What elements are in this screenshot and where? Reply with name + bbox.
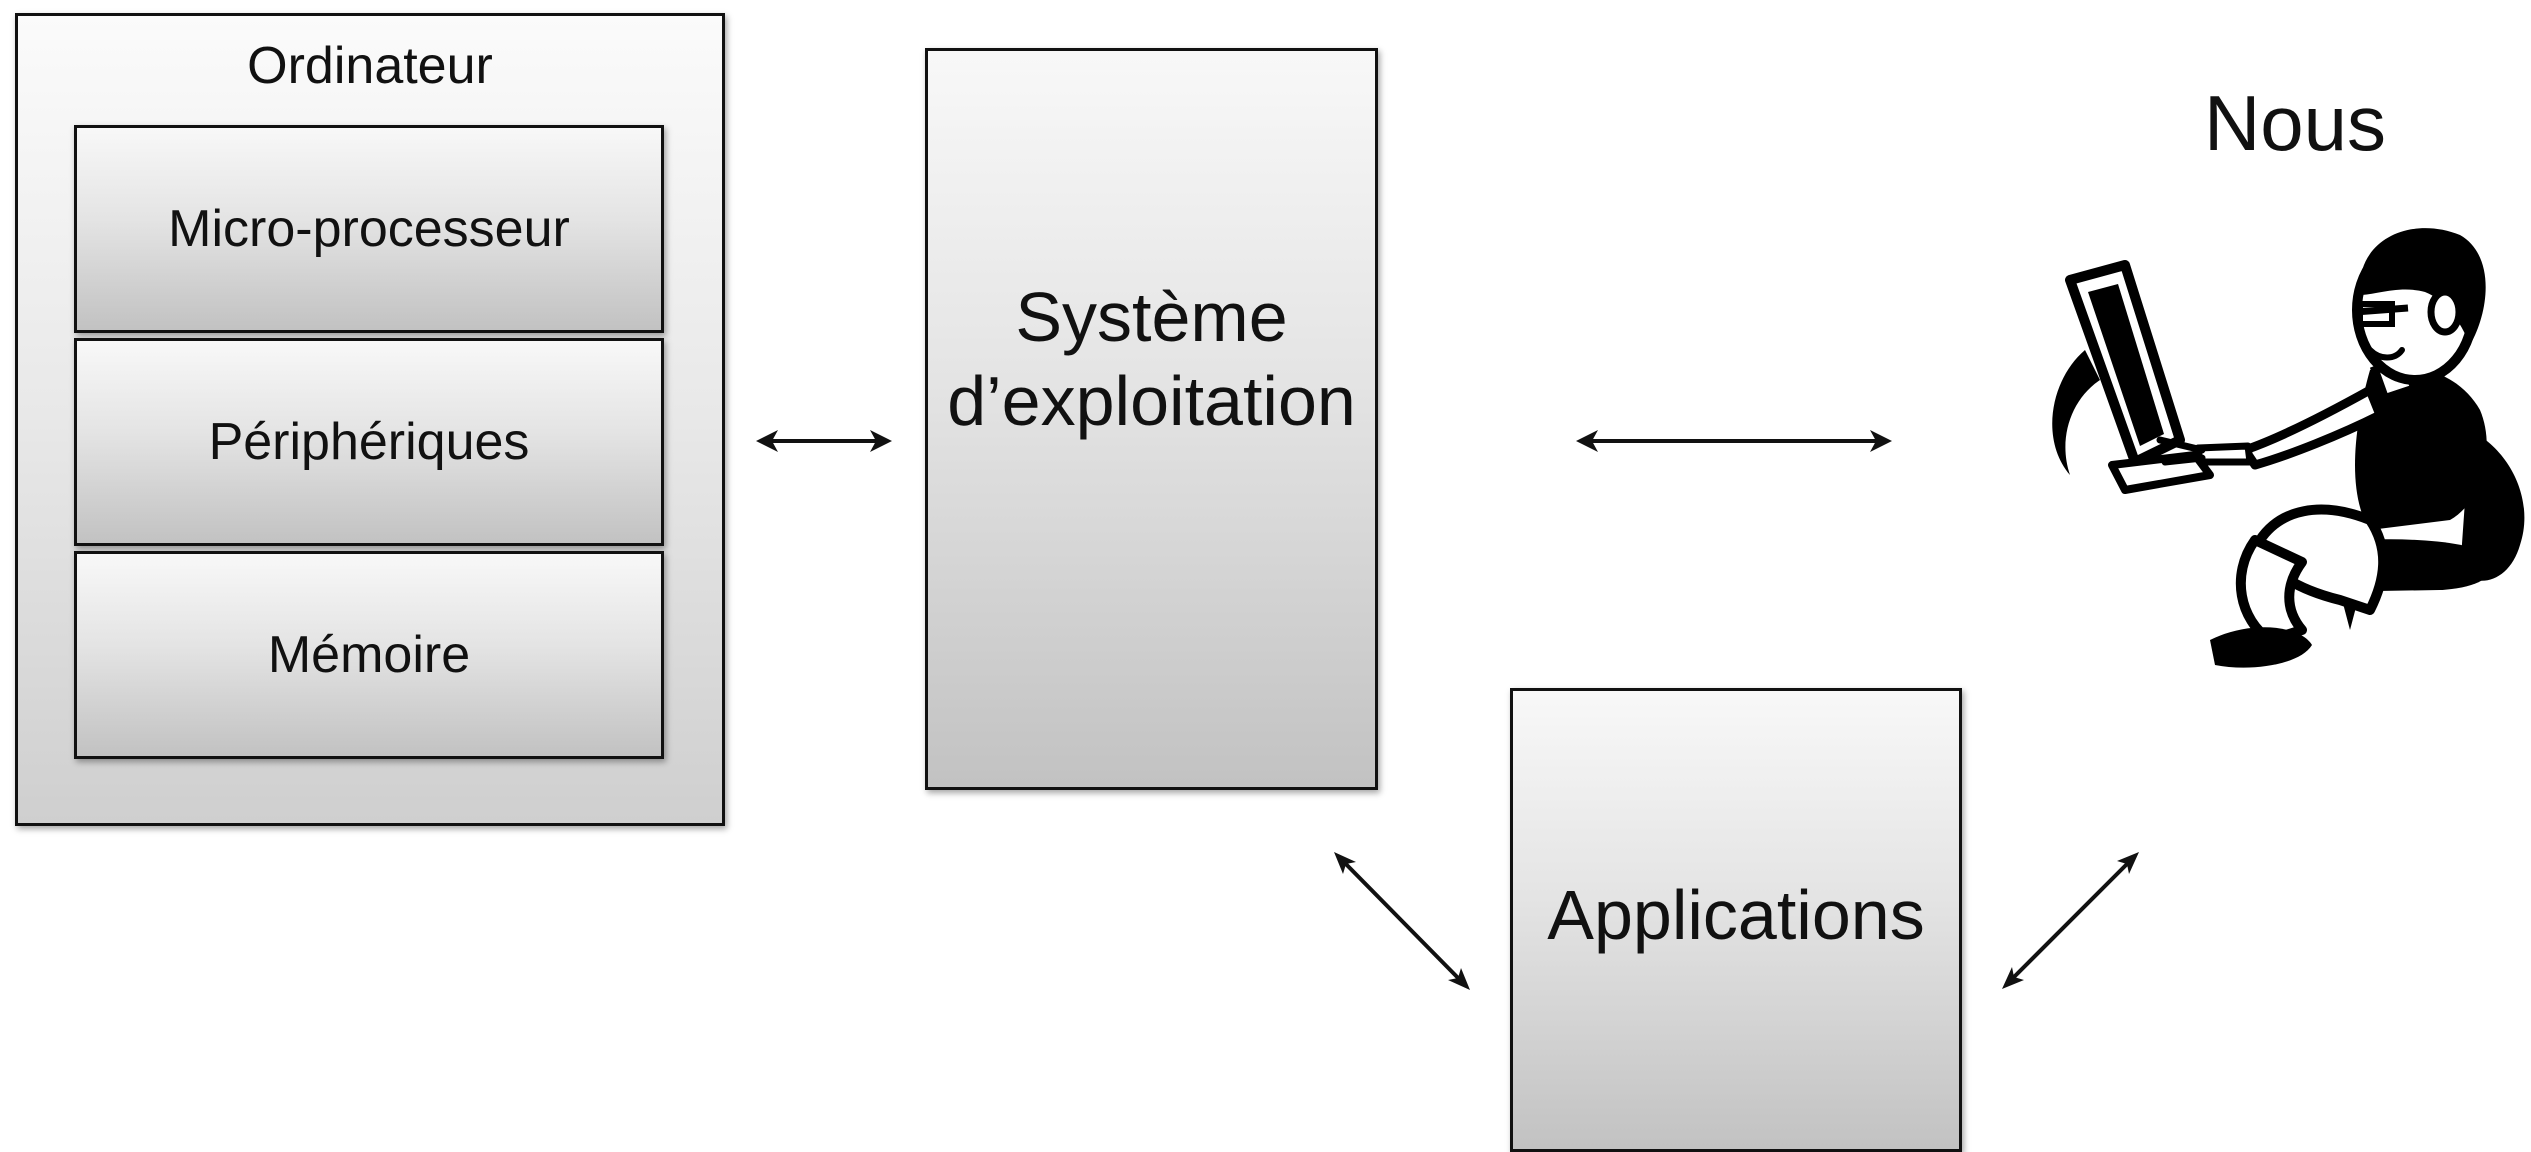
double-arrow-icon bbox=[1336, 854, 1468, 988]
double-arrow-icon bbox=[2004, 854, 2137, 987]
applications-box: Applications bbox=[1510, 688, 1962, 1152]
component-box-microprocessor: Micro-processeur bbox=[74, 125, 664, 333]
arrow-heads bbox=[756, 430, 2139, 990]
component-box-memory: Mémoire bbox=[74, 551, 664, 759]
os-label-line2: d’exploitation bbox=[947, 362, 1356, 440]
computer-title: Ordinateur bbox=[247, 37, 493, 95]
component-box-peripherals: Périphériques bbox=[74, 338, 664, 546]
os-label-line1: Système bbox=[1015, 278, 1288, 356]
os-label: Système d’exploitation bbox=[947, 275, 1356, 443]
user-label: Nous bbox=[2203, 79, 2387, 167]
component-label: Micro-processeur bbox=[168, 200, 570, 258]
applications-label: Applications bbox=[1547, 876, 1925, 954]
component-label: Mémoire bbox=[267, 626, 471, 684]
os-box: Système d’exploitation bbox=[925, 48, 1378, 790]
component-label: Périphériques bbox=[208, 413, 530, 471]
person-at-computer-icon bbox=[2052, 228, 2525, 668]
